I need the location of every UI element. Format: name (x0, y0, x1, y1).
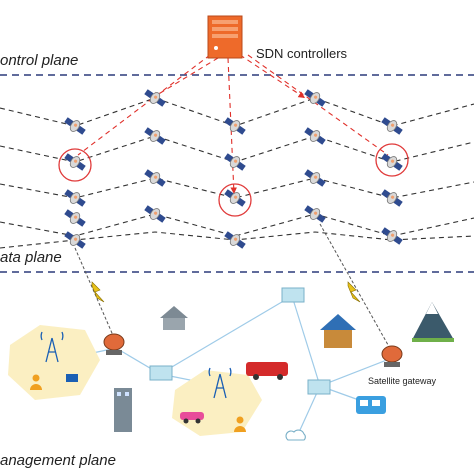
lightning-icon (91, 281, 105, 303)
satellite-dish-icon (103, 333, 125, 355)
building-icon (114, 388, 132, 432)
failed-satellite-markers (58, 143, 409, 217)
train-icon (356, 396, 386, 414)
car-icon (180, 412, 204, 424)
cell-area (172, 370, 262, 436)
control-plane-label: ontrol plane (0, 52, 79, 69)
data-plane-label: ata plane (0, 249, 62, 266)
radio-links (74, 223, 393, 353)
router-icon (149, 365, 173, 381)
mountain-icon (412, 302, 454, 342)
satellite-gateway-label: Satellite gateway (368, 376, 437, 386)
user-icon (234, 416, 246, 432)
truck-icon (246, 362, 288, 380)
router-icon (281, 287, 305, 303)
satellite-dish-icon (381, 345, 403, 367)
server-icon (207, 15, 243, 59)
house-icon (320, 314, 356, 348)
user-icon (30, 374, 42, 390)
lightning-icon (347, 281, 361, 303)
cell-tower-icon (40, 331, 64, 363)
sdn-controllers-label: SDN controllers (256, 46, 348, 61)
cell-area (8, 325, 100, 400)
cell-tower-icon (208, 367, 232, 399)
management-plane-label: anagement plane (0, 452, 116, 469)
house-icon (160, 306, 188, 330)
cloud-icon (285, 429, 306, 441)
controller-links (77, 54, 389, 195)
laptop-icon (66, 374, 78, 382)
router-icon (307, 379, 331, 395)
